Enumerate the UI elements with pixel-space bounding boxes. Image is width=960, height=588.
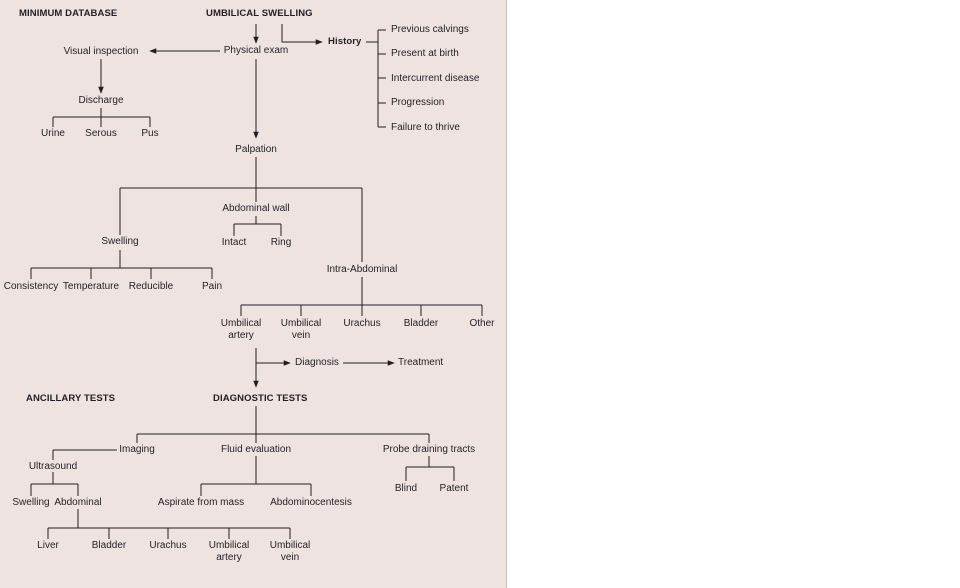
intra-abdominal-node: Intra-Abdominal [326, 264, 398, 275]
physical-exam-node: Physical exam [223, 45, 289, 56]
discharge-node: Discharge [78, 95, 124, 106]
ultrasound-item: Abdominal [54, 497, 102, 508]
imaging-node: Imaging [119, 444, 155, 455]
abdominal-item: Liver [37, 540, 59, 551]
flowchart-panel: MINIMUM DATABASE UMBILICAL SWELLING ANCI… [0, 0, 507, 588]
discharge-type: Urine [41, 128, 65, 139]
ancillary-tests-heading: ANCILLARY TESTS [26, 393, 116, 404]
swelling-item: Reducible [128, 281, 174, 292]
abdominal-wall-node: Abdominal wall [222, 203, 290, 214]
history-item: Intercurrent disease [391, 73, 480, 84]
visual-inspection-node: Visual inspection [63, 46, 139, 57]
abdominal-wall-item: Intact [221, 237, 247, 248]
abdominal-item: Bladder [91, 540, 127, 551]
abdominal-wall-item: Ring [270, 237, 292, 248]
abdominal-item: Urachus [149, 540, 187, 551]
history-label: History [328, 36, 362, 47]
probe-item: Blind [394, 483, 418, 494]
ultrasound-node: Ultrasound [28, 461, 78, 472]
ultrasound-item: Swelling [12, 497, 50, 508]
probe-node: Probe draining tracts [382, 444, 476, 455]
history-item: Progression [391, 97, 445, 108]
diagnosis-node: Diagnosis [295, 357, 339, 368]
discharge-type: Pus [141, 128, 159, 139]
umbilical-swelling-heading: UMBILICAL SWELLING [206, 8, 313, 19]
connector-lines [30, 24, 483, 539]
discharge-type: Serous [85, 128, 117, 139]
minimum-database-heading: MINIMUM DATABASE [19, 8, 118, 19]
swelling-node: Swelling [101, 236, 139, 247]
intra-abdominal-item: Bladder [403, 318, 439, 329]
probe-item: Patent [439, 483, 469, 494]
swelling-item: Pain [201, 281, 223, 292]
treatment-node: Treatment [398, 357, 444, 368]
palpation-node: Palpation [235, 144, 277, 155]
history-item: Previous calvings [391, 24, 469, 35]
fluid-item: Abdominocentesis [270, 497, 352, 508]
fluid-item: Aspirate from mass [157, 497, 245, 508]
history-item: Failure to thrive [391, 122, 460, 133]
diagnostic-tests-heading: DIAGNOSTIC TESTS [213, 393, 308, 404]
intra-abdominal-item: Other [469, 318, 495, 329]
fluid-evaluation-node: Fluid evaluation [220, 444, 292, 455]
intra-abdominal-item: Urachus [343, 318, 381, 329]
history-item: Present at birth [391, 48, 459, 59]
swelling-item: Temperature [62, 281, 120, 292]
swelling-item: Consistency [3, 281, 59, 292]
